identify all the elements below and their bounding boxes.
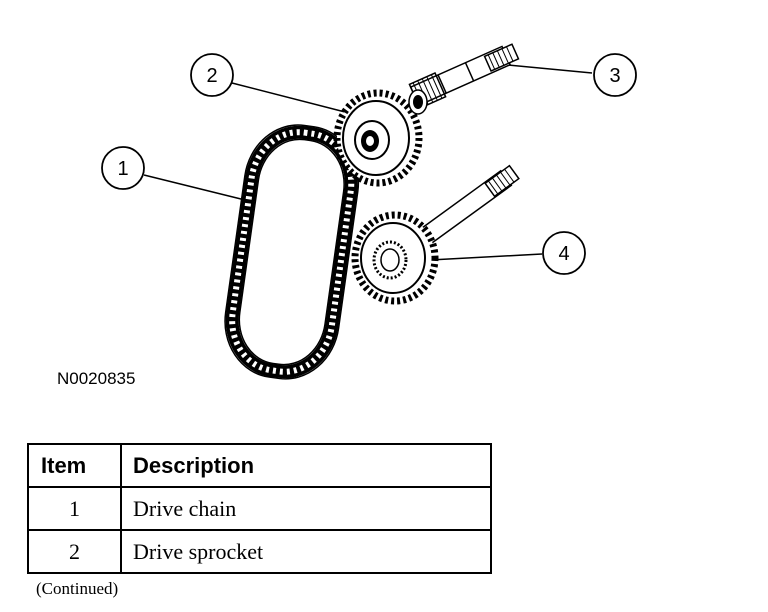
callout-1-label: 1 — [117, 158, 128, 180]
item-description: Drive sprocket — [120, 529, 492, 574]
table-header-row: Item Description — [27, 443, 492, 488]
parts-table: Item Description 1 Drive chain 2 Drive s… — [27, 443, 492, 574]
column-header-item: Item — [27, 443, 122, 488]
callout-4: 4 — [542, 231, 586, 275]
item-number: 1 — [27, 486, 122, 531]
leader-line-1 — [143, 174, 246, 201]
leader-line-2 — [231, 82, 346, 113]
callout-1: 1 — [101, 146, 145, 190]
column-header-description: Description — [120, 443, 492, 488]
leader-lines — [143, 63, 593, 261]
drive-chain — [224, 124, 360, 380]
item-description: Drive chain — [120, 486, 492, 531]
continued-note: (Continued) — [36, 579, 119, 598]
drive-sprocket — [333, 89, 423, 187]
callout-3-label: 3 — [609, 65, 620, 87]
leader-line-3 — [497, 63, 593, 74]
figure-id: N0020835 — [57, 369, 136, 388]
output-shaft — [351, 164, 520, 305]
input-shaft — [408, 43, 520, 115]
item-number: 2 — [27, 529, 122, 574]
callout-3: 3 — [593, 53, 637, 97]
leader-line-4 — [429, 253, 543, 261]
table-row: 2 Drive sprocket — [27, 529, 492, 574]
table-row: 1 Drive chain — [27, 486, 492, 531]
callout-4-label: 4 — [558, 243, 569, 265]
drive-chain-diagram: 1 2 3 4 — [101, 43, 637, 380]
callout-2-label: 2 — [206, 65, 217, 87]
callout-2: 2 — [190, 53, 234, 97]
